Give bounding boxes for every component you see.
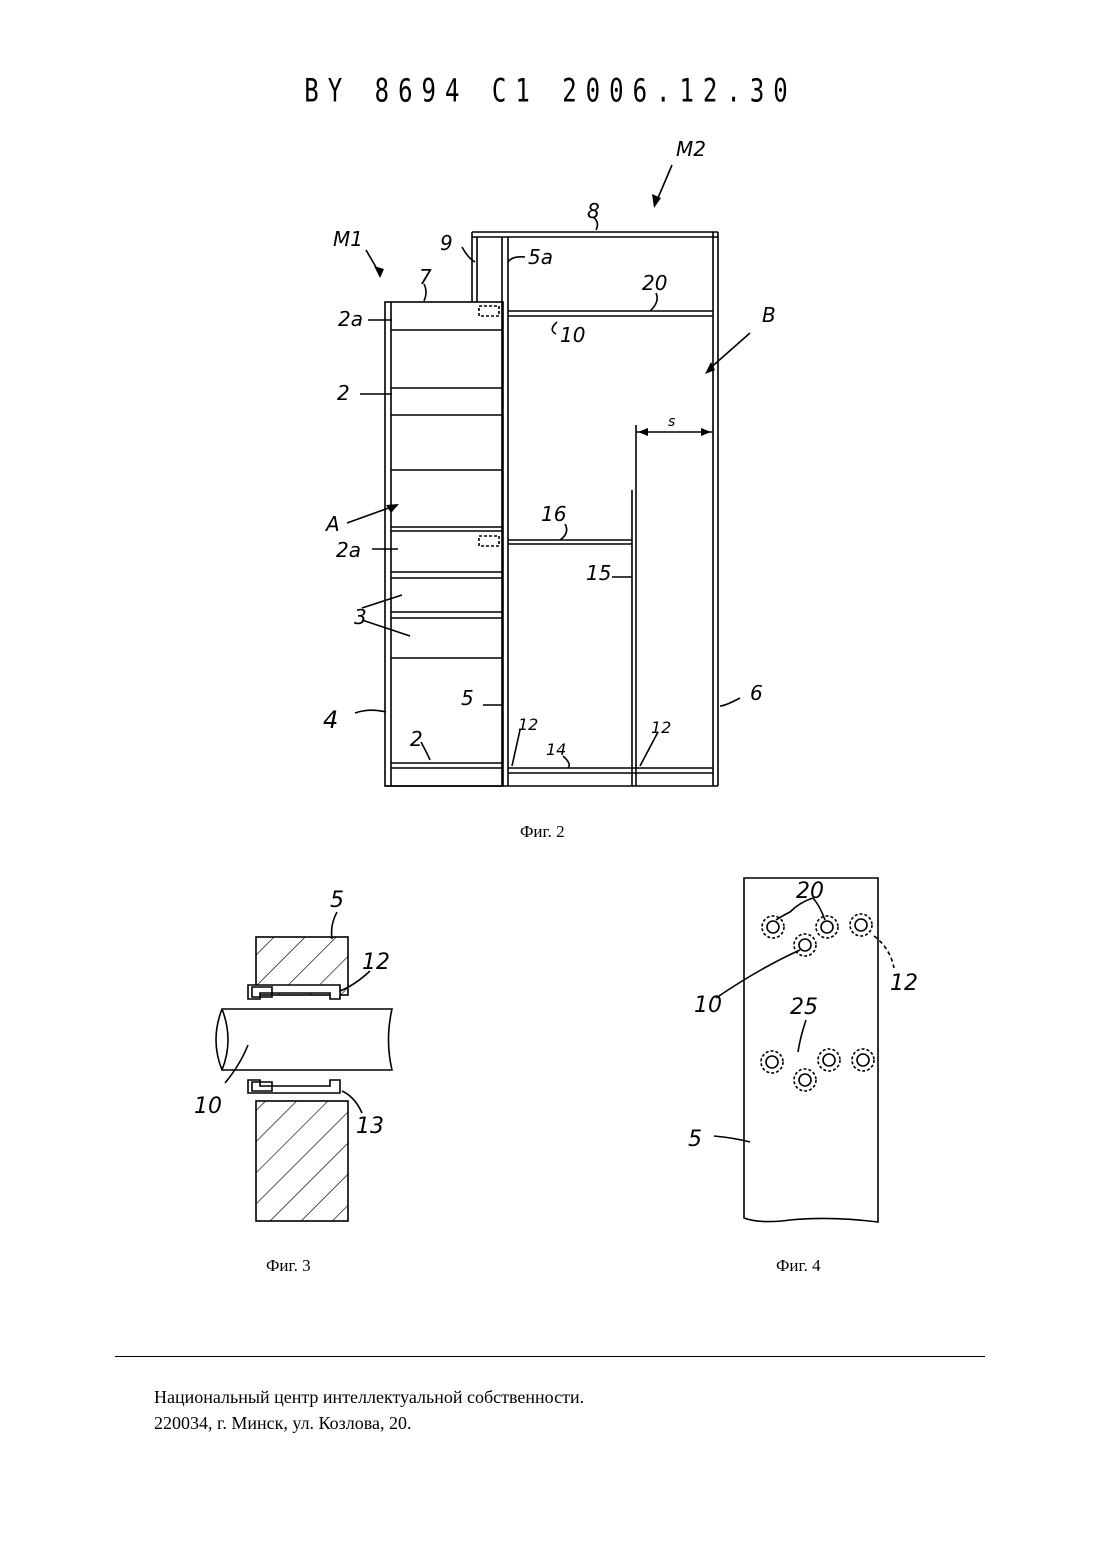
- fig3-label-5: 5: [330, 888, 344, 913]
- fig3-label-10: 10: [194, 1094, 222, 1119]
- label-16: 16: [541, 502, 566, 526]
- figure-2-drawing: M1 M2 8 9 5a 7 20 B 2a 10 2 s A 16 2a 15…: [0, 0, 1101, 820]
- fig3-label-12: 12: [362, 950, 390, 975]
- label-2a-top: 2a: [338, 307, 363, 331]
- label-M1: M1: [333, 227, 363, 251]
- label-2-lower: 2: [410, 727, 423, 751]
- footer-address: 220034, г. Минск, ул. Козлова, 20.: [154, 1413, 412, 1434]
- label-s: s: [668, 414, 675, 430]
- fig4-label-25: 25: [790, 995, 818, 1020]
- label-10: 10: [560, 323, 585, 347]
- figure-2-caption: Фиг. 2: [520, 822, 565, 842]
- figure-4-caption: Фиг. 4: [776, 1256, 821, 1276]
- label-5: 5: [461, 686, 474, 710]
- label-4: 4: [323, 706, 338, 734]
- fig4-label-10: 10: [694, 993, 722, 1018]
- label-6: 6: [750, 681, 763, 705]
- label-2-upper: 2: [337, 381, 350, 405]
- figure-3-drawing: 5 12 10 13: [180, 875, 420, 1235]
- fig4-label-20: 20: [796, 879, 824, 904]
- figure-4-drawing: 20 12 10 25 5: [680, 868, 920, 1232]
- label-9: 9: [440, 231, 453, 255]
- fig3-label-13: 13: [356, 1114, 384, 1139]
- label-B: B: [762, 303, 776, 327]
- label-12-left: 12: [518, 715, 538, 734]
- label-20: 20: [642, 271, 667, 295]
- fig4-label-5: 5: [688, 1127, 702, 1152]
- label-14: 14: [546, 740, 566, 759]
- fig4-label-12: 12: [890, 971, 918, 996]
- label-15: 15: [586, 561, 611, 585]
- label-3: 3: [354, 605, 367, 629]
- label-8: 8: [587, 199, 600, 223]
- label-12-right: 12: [651, 718, 671, 737]
- label-5a: 5a: [528, 245, 553, 269]
- label-A: A: [324, 512, 340, 536]
- label-M2: M2: [676, 137, 706, 161]
- footer-organization: Национальный центр интеллектуальной собс…: [154, 1387, 584, 1408]
- label-2a-mid: 2a: [336, 538, 361, 562]
- footer-divider: [115, 1356, 985, 1357]
- figure-3-caption: Фиг. 3: [266, 1256, 311, 1276]
- label-7: 7: [419, 265, 432, 289]
